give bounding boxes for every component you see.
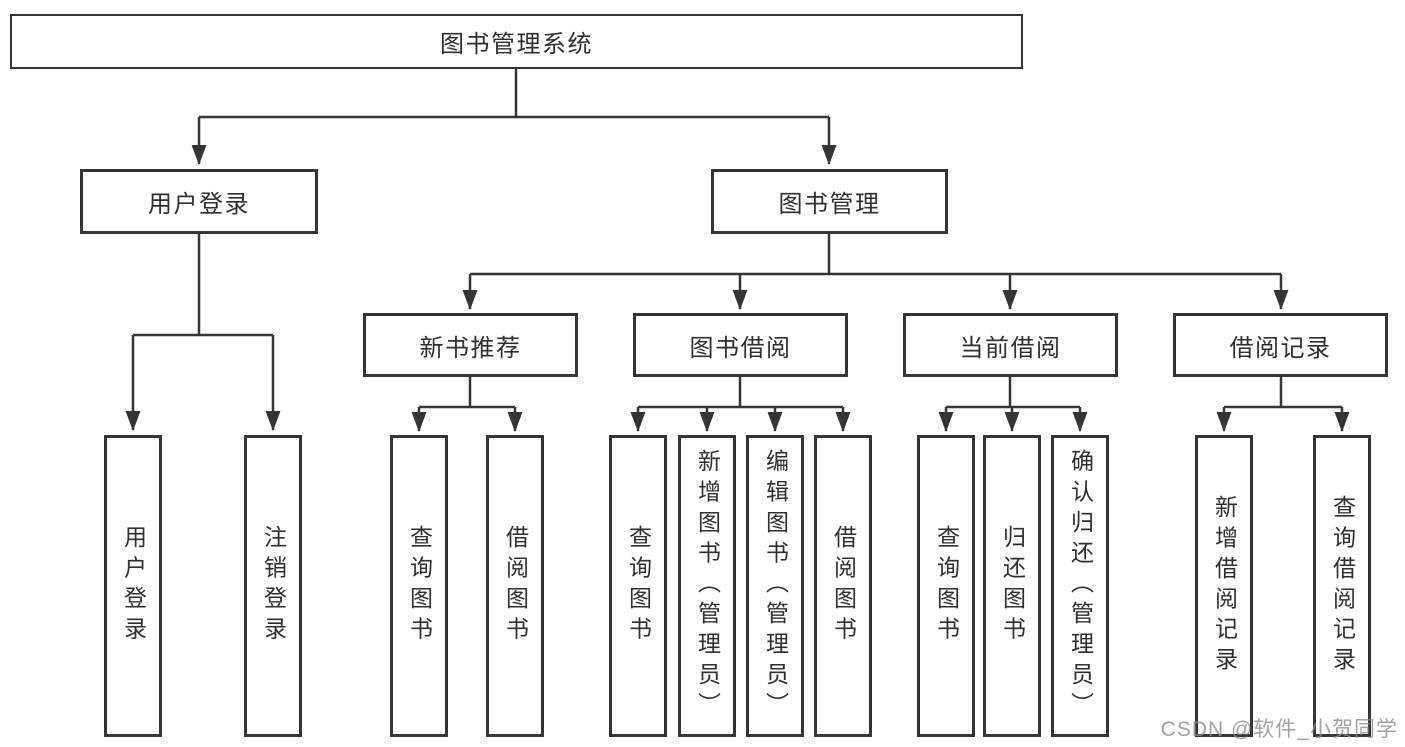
node-current-borrowing: 当前借阅 xyxy=(903,313,1118,377)
leaf-return-books: 归还图书 xyxy=(983,435,1041,737)
leaf-borrow-books-borrowing: 借阅图书 xyxy=(814,435,872,737)
leaf-add-books-admin: 新增图书（管理员） xyxy=(678,435,736,737)
leaf-user-login: 用户登录 xyxy=(104,435,162,737)
leaf-query-books-recommend: 查询图书 xyxy=(390,435,448,737)
leaf-borrow-books-recommend: 借阅图书 xyxy=(486,435,544,737)
node-borrowing-records: 借阅记录 xyxy=(1173,313,1388,377)
node-book-management: 图书管理 xyxy=(711,169,948,234)
node-book-borrowing: 图书借阅 xyxy=(633,313,848,377)
leaf-query-books-current: 查询图书 xyxy=(917,435,975,737)
node-library-management-system: 图书管理系统 xyxy=(10,14,1023,69)
leaf-query-borrowing-record: 查询借阅记录 xyxy=(1313,435,1371,737)
leaf-query-books-borrowing: 查询图书 xyxy=(609,435,667,737)
watermark: CSDN @软件_小贺同学 xyxy=(1160,718,1398,741)
node-new-book-recommendation: 新书推荐 xyxy=(363,313,578,377)
leaf-add-borrowing-record: 新增借阅记录 xyxy=(1195,435,1253,737)
leaf-confirm-return-admin: 确认归还（管理员） xyxy=(1051,435,1109,737)
leaf-logout-login: 注销登录 xyxy=(244,435,302,737)
node-user-login: 用户登录 xyxy=(80,169,318,234)
leaf-edit-books-admin: 编辑图书（管理员） xyxy=(746,435,804,737)
